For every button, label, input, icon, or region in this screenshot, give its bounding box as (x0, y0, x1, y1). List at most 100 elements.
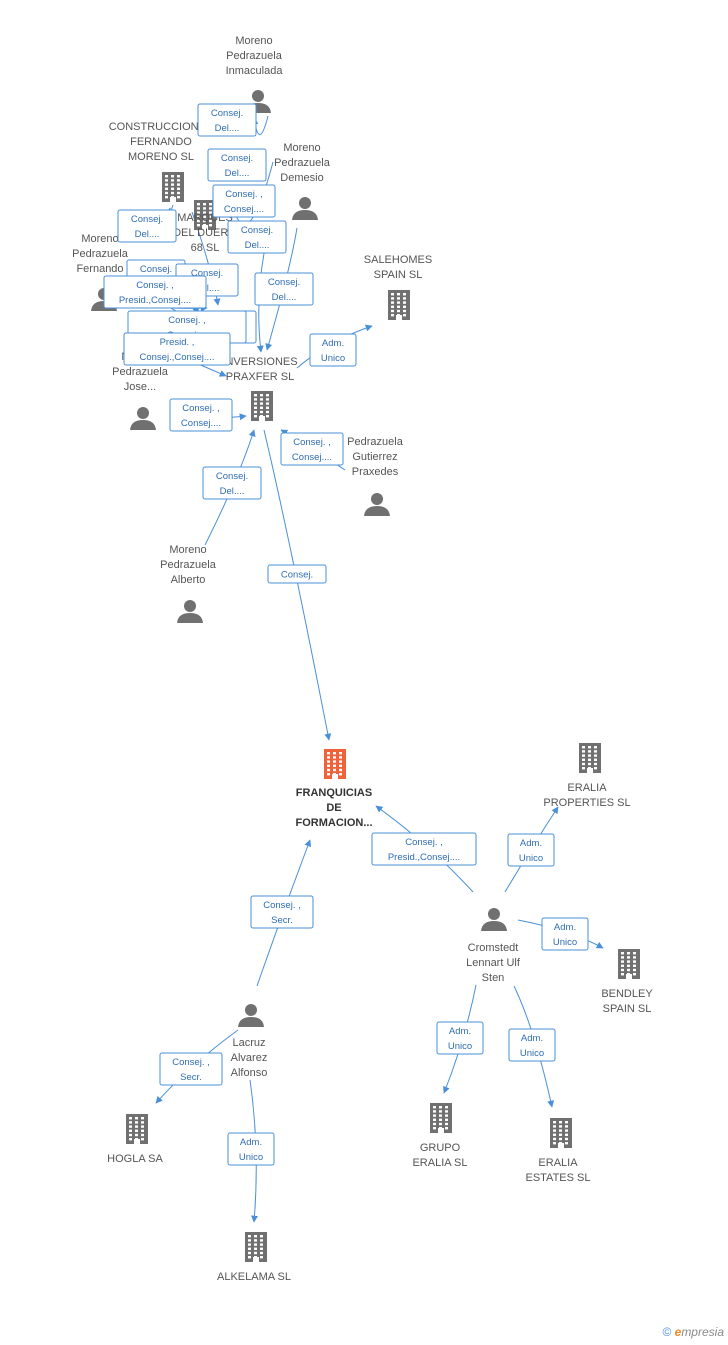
relation-label-r20[interactable]: Adm. Unico (541, 917, 589, 951)
node-label-line: Alfonso (231, 1067, 268, 1079)
person-icon (481, 908, 507, 931)
building-icon (126, 1114, 148, 1144)
building-icon (430, 1103, 452, 1133)
node-label-line: Moreno (81, 233, 118, 245)
relation-label-r14[interactable]: Consej. ,Consej.... (169, 398, 233, 432)
relation-text: Consej. (191, 268, 223, 279)
node-label-line: Moreno (235, 35, 272, 47)
footer-credit: © empresia (662, 1325, 724, 1339)
relation-label-r9[interactable]: Consej. ,Presid.,Consej.... (103, 275, 207, 309)
node-label-line: DE (326, 802, 341, 814)
copyright-symbol: © (662, 1325, 672, 1339)
relation-text: Consej. (268, 277, 300, 288)
relation-text: Consej.... (224, 204, 264, 215)
relation-label-r12[interactable]: Presid. ,Consej.,Consej.... (123, 332, 231, 366)
node-label-line: Pedrazuela (226, 50, 283, 62)
node-label-line: FERNANDO (130, 136, 192, 148)
person-icon (292, 197, 318, 220)
node-inversiones-praxfer[interactable]: INVERSIONES PRAXFER SL (222, 356, 298, 421)
building-icon (324, 749, 346, 779)
relation-label-r23[interactable]: Adm.Unico (436, 1021, 484, 1055)
node-label-line: Pedrazuela (347, 436, 404, 448)
building-icon (618, 949, 640, 979)
node-label-line: Lennart Ulf (466, 957, 521, 969)
relation-text: Consej. (140, 264, 172, 275)
relation-text: Consej. , (172, 1057, 210, 1068)
node-franquicias[interactable]: FRANQUICIASDEFORMACION... (296, 749, 373, 829)
node-label-line: Pedrazuela (112, 366, 169, 378)
relation-text: Secr. (271, 915, 293, 926)
relation-text: Secr. (180, 1072, 202, 1083)
node-label-line: Fernando (76, 263, 123, 275)
relation-text: Presid.,Consej.... (119, 295, 191, 306)
node-label-line: INVERSIONES (222, 356, 297, 368)
person-icon (364, 493, 390, 516)
relation-text: Consej. (241, 225, 273, 236)
building-icon (162, 172, 184, 202)
relation-text: Adm. (554, 922, 576, 933)
node-label-line: Moreno (169, 544, 206, 556)
node-label-line: Pedrazuela (274, 157, 331, 169)
relation-text: Unico (553, 937, 577, 948)
relation-text: Unico (520, 1048, 544, 1059)
relation-label-r4[interactable]: Consej.Del.... (227, 220, 287, 254)
relation-text: Del.... (215, 123, 240, 134)
relation-text: Adm. (322, 338, 344, 349)
node-alkelama[interactable]: ALKELAMA SL (217, 1232, 291, 1283)
building-icon (388, 290, 410, 320)
node-label-line: Moreno (283, 142, 320, 154)
relation-label-r25[interactable]: Adm.Unico (227, 1132, 275, 1166)
relation-text: Consej.... (292, 452, 332, 463)
relation-text: Unico (239, 1152, 263, 1163)
node-label-line: Praxedes (352, 466, 399, 478)
relation-label-r15[interactable]: Consej. ,Consej.... (280, 432, 344, 466)
node-label-line: PRAXFER SL (226, 371, 294, 383)
relation-label-r16[interactable]: Consej.Del.... (202, 466, 262, 500)
relation-label-r2[interactable]: Consej.Del.... (207, 148, 267, 182)
node-label-line: ERALIA SL (412, 1157, 467, 1169)
relation-label-r17[interactable]: Consej. (267, 564, 327, 584)
node-label-line: Lacruz (232, 1037, 265, 1049)
relation-label-r18[interactable]: Consej. ,Presid.,Consej.... (371, 832, 477, 866)
relation-label-r6[interactable]: Consej.Del.... (254, 272, 314, 306)
node-label-line: ALKELAMA SL (217, 1271, 291, 1283)
relation-text: Adm. (520, 838, 542, 849)
relation-label-r3[interactable]: Consej. ,Consej.... (212, 184, 276, 218)
node-label-line: DEL DUERO (173, 227, 237, 239)
node-hogla[interactable]: HOGLA SA (107, 1114, 163, 1165)
node-label-line: 68 SL (191, 242, 220, 254)
relation-label-r19[interactable]: Adm. Unico (507, 833, 555, 867)
relation-label-r24[interactable]: Adm.Unico (508, 1028, 556, 1062)
relation-label-r21[interactable]: Consej. , Secr. (250, 895, 314, 929)
building-icon (550, 1118, 572, 1148)
relation-text: Unico (321, 353, 345, 364)
relation-label-r5[interactable]: Consej. Del.... (117, 209, 177, 243)
relation-text: Del.... (135, 229, 160, 240)
building-icon (579, 743, 601, 773)
relation-label-r22[interactable]: Consej. , Secr. (159, 1052, 223, 1086)
relation-label-r1[interactable]: Consej.Del.... (197, 103, 257, 137)
person-icon (238, 1004, 264, 1027)
relation-text: Consej. , (182, 403, 220, 414)
relation-text: Consej. , (263, 900, 301, 911)
relation-text: Unico (519, 853, 543, 864)
relation-text: Consej. (131, 214, 163, 225)
brand-logo[interactable]: empresia (674, 1325, 724, 1339)
node-label-line: SALEHOMES (364, 254, 432, 266)
node-label-line: CONSTRUCCIONES (109, 121, 214, 133)
relation-label-r13[interactable]: Adm. Unico (309, 333, 357, 367)
